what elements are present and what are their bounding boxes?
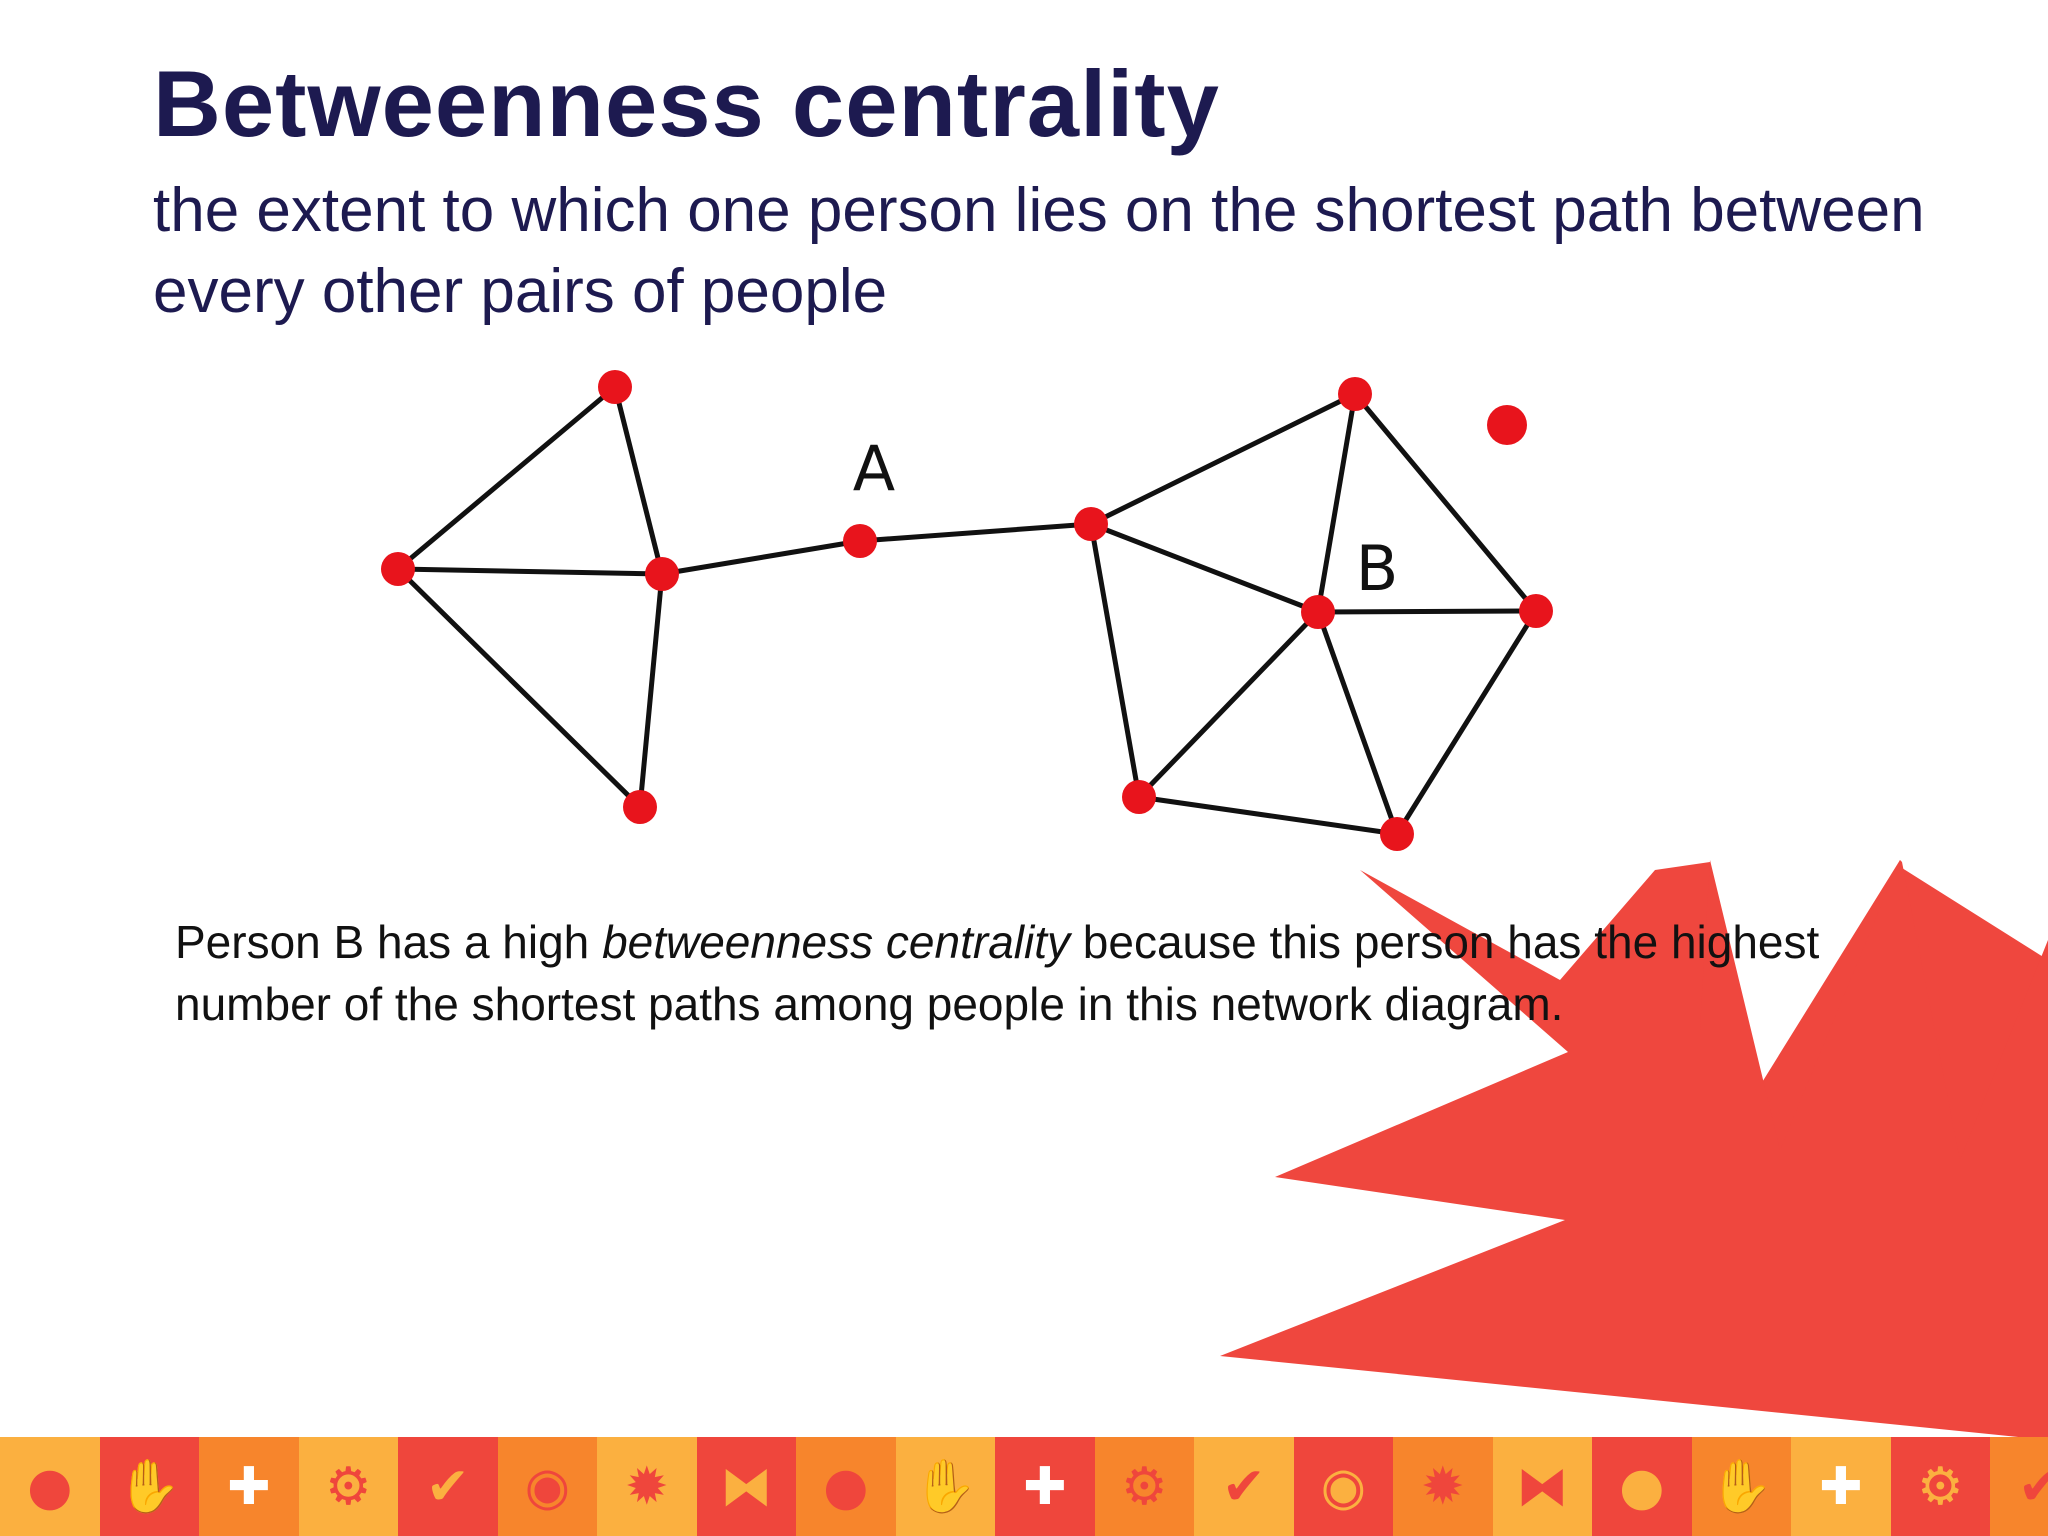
network-edge — [612, 384, 665, 577]
footer-tile: ✋ — [895, 1437, 995, 1536]
footer-tile: ✚ — [995, 1437, 1095, 1536]
starburst-shape — [1700, 860, 2048, 1200]
network-edge — [1088, 521, 1142, 800]
starburst-icon: ✹ — [1420, 1456, 1465, 1517]
footer-tile: ✔ — [398, 1437, 498, 1536]
network-node — [623, 790, 657, 824]
footer-tile: ✹ — [1393, 1437, 1493, 1536]
gear-icon: ⚙ — [324, 1456, 372, 1517]
starburst-icon: ✹ — [624, 1456, 669, 1517]
network-edge — [1088, 391, 1358, 527]
footer-tile: ⧓ — [696, 1437, 796, 1536]
footer-tile: ● — [796, 1437, 896, 1536]
hand-icon: ✋ — [1708, 1456, 1774, 1517]
gear-icon: ⚙ — [1916, 1456, 1964, 1517]
network-edge — [637, 571, 665, 810]
footer-tile: ◉ — [1293, 1437, 1393, 1536]
footer-tile: ✋ — [99, 1437, 199, 1536]
footer-tile: ✔ — [1194, 1437, 1294, 1536]
hand-icon: ✋ — [116, 1456, 182, 1517]
footer-tile: ⚙ — [1890, 1437, 1990, 1536]
plus-icon: ✚ — [1818, 1456, 1863, 1517]
plus-icon: ✚ — [226, 1456, 271, 1517]
explanation-text-start: Person B has a high — [175, 916, 603, 968]
check-icon: ✔ — [1221, 1456, 1266, 1517]
check-icon: ✔ — [2017, 1456, 2048, 1517]
node-label-a: A — [853, 432, 895, 505]
network-edge — [1088, 521, 1321, 615]
network-node — [645, 557, 679, 591]
network-edge — [1394, 608, 1539, 837]
network-node — [598, 370, 632, 404]
speech-bubble-icon: ● — [1619, 1456, 1665, 1517]
footer-tile: ⚙ — [1094, 1437, 1194, 1536]
footer-tile: ⚙ — [298, 1437, 398, 1536]
footer-tile: ✋ — [1691, 1437, 1791, 1536]
check-icon: ✔ — [425, 1456, 470, 1517]
network-edge — [1136, 794, 1400, 837]
gear-icon: ⚙ — [1120, 1456, 1168, 1517]
network-edge — [857, 521, 1094, 544]
network-edge — [659, 538, 863, 577]
slide-subtitle: the extent to which one person lies on t… — [153, 176, 1925, 326]
network-edge — [1352, 391, 1539, 614]
network-edge — [1315, 391, 1358, 615]
speech-bubble-icon: ● — [27, 1456, 73, 1517]
bowtie-icon: ⧓ — [720, 1456, 773, 1517]
footer-tile: ✚ — [199, 1437, 299, 1536]
lightbulb-icon: ◉ — [1320, 1456, 1366, 1517]
footer-icon-strip: ● ✋ ✚ ⚙ ✔ ◉ ✹ ⧓ ● ✋ ✚ ⚙ ✔ ◉ ✹ ⧓ ● ✋ ✚ ⚙ ✔ — [0, 1437, 2048, 1536]
network-node — [1122, 780, 1156, 814]
footer-tile: ● — [0, 1437, 100, 1536]
footer-tile: ● — [1592, 1437, 1692, 1536]
network-node — [1380, 817, 1414, 851]
speech-bubble-icon: ● — [823, 1456, 869, 1517]
footer-tile: ✹ — [597, 1437, 697, 1536]
network-edge — [1315, 608, 1539, 615]
network-edge — [1136, 609, 1321, 800]
network-node — [1519, 594, 1553, 628]
footer-tile: ✚ — [1791, 1437, 1891, 1536]
slide-title: Betweenness centrality — [153, 51, 1220, 156]
network-edge — [395, 566, 665, 577]
explanation-text: Person B has a high betweenness centrali… — [175, 911, 1875, 1035]
network-edge — [1315, 609, 1400, 837]
network-edge — [395, 566, 643, 810]
node-label-b: B — [1356, 532, 1399, 605]
explanation-text-end: because this person has the highest numb… — [175, 916, 1820, 1030]
footer-tile: ✔ — [1990, 1437, 2048, 1536]
explanation-text-term: betweenness centrality — [602, 916, 1070, 968]
bowtie-icon: ⧓ — [1516, 1456, 1569, 1517]
network-node — [1487, 405, 1527, 445]
plus-icon: ✚ — [1022, 1456, 1067, 1517]
network-node — [1074, 507, 1108, 541]
network-node — [1338, 377, 1372, 411]
footer-tile: ⧓ — [1492, 1437, 1592, 1536]
node-a — [843, 524, 877, 558]
network-edge — [395, 384, 618, 572]
footer-tile: ◉ — [497, 1437, 597, 1536]
lightbulb-icon: ◉ — [524, 1456, 570, 1517]
network-node — [381, 552, 415, 586]
node-b — [1301, 595, 1335, 629]
hand-icon: ✋ — [912, 1456, 978, 1517]
